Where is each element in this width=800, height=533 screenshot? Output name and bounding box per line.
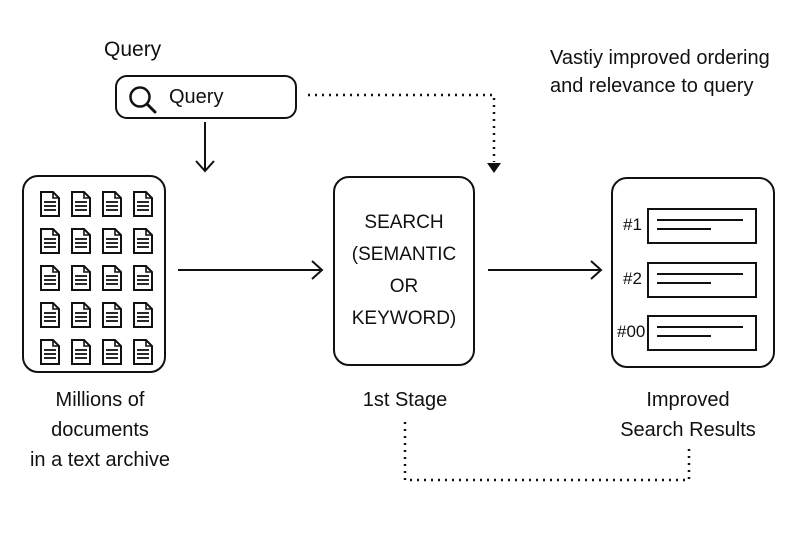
document-icon [70, 301, 94, 330]
archive-caption-line-3: in a text archive [29, 449, 171, 471]
document-icon [132, 301, 156, 330]
document-grid [39, 190, 156, 367]
document-icon [132, 264, 156, 293]
document-icon [39, 338, 63, 367]
result-rank-3: #00 [617, 322, 646, 341]
document-icon [101, 264, 125, 293]
results-caption-line-1: Improved [646, 389, 730, 411]
result-rank-2: #2 [623, 269, 642, 288]
results-caption: Improved Search Results [598, 385, 778, 445]
results-box: #1 #2 #00 [611, 177, 775, 368]
result-card-3 [647, 315, 757, 351]
result-rank-1: #1 [623, 215, 642, 234]
search-to-results-arrow [488, 260, 603, 280]
search-stage-box: SEARCH (SEMANTIC OR KEYWORD) [333, 176, 475, 366]
document-icon [132, 338, 156, 367]
archive-to-search-arrow [178, 260, 324, 280]
document-icon [39, 301, 63, 330]
result-card-1 [647, 208, 757, 244]
archive-caption-line-1: Millions of [55, 389, 145, 411]
document-icon [101, 227, 125, 256]
archive-caption-line-2: documents [51, 419, 149, 441]
document-icon [39, 227, 63, 256]
query-heading: Query [104, 38, 162, 61]
document-icon [101, 190, 125, 219]
document-icon [39, 190, 63, 219]
search-line-1: SEARCH [364, 212, 444, 233]
query-to-search-dotted-arrow [308, 93, 501, 173]
search-line-4: KEYWORD) [351, 308, 457, 329]
improvement-note: Vastiy improved ordering and relevance t… [550, 47, 770, 97]
document-icon [39, 264, 63, 293]
stage-to-results-dotted-connector [403, 422, 691, 482]
query-box: Query [115, 75, 297, 119]
archive-caption: Millions of documents in a text archive [20, 385, 180, 475]
search-line-2: (SEMANTIC [351, 244, 457, 265]
query-to-archive-arrow [195, 122, 215, 173]
document-icon [70, 264, 94, 293]
document-icon [70, 190, 94, 219]
document-icon [132, 190, 156, 219]
document-icon [101, 338, 125, 367]
stage-caption: 1st Stage [362, 389, 448, 411]
document-icon [70, 227, 94, 256]
search-line-3: OR [389, 276, 419, 297]
query-box-text: Query [169, 86, 224, 108]
search-icon [127, 84, 159, 119]
results-caption-line-2: Search Results [620, 419, 756, 441]
document-archive [22, 175, 166, 373]
document-icon [70, 338, 94, 367]
document-icon [132, 227, 156, 256]
document-icon [101, 301, 125, 330]
result-card-2 [647, 262, 757, 298]
